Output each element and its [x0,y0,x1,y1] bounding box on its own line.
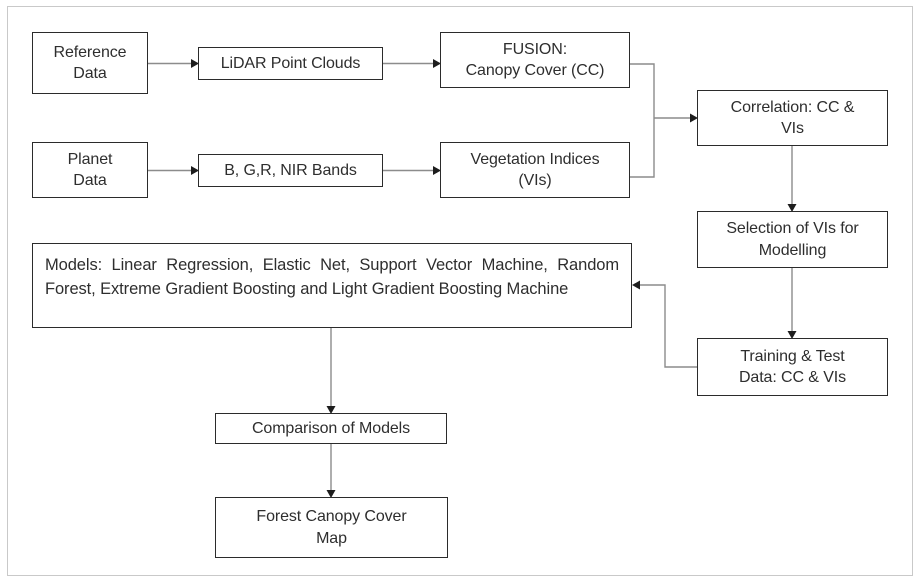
node-lidar-point-clouds[interactable]: LiDAR Point Clouds [198,47,383,80]
node-forest-canopy-cover-map[interactable]: Forest Canopy Cover Map [215,497,448,558]
correlation-line1: Correlation: CC & [730,98,855,116]
edge-merge-to-correlation [654,113,698,123]
edge-training-test-to-models [632,280,697,368]
edge-vegetation-indices-to-correlation [630,118,655,178]
node-comparison-of-models[interactable]: Comparison of Models [215,413,447,444]
vegetation-indices-line1: Vegetation Indices [470,150,600,168]
planet-data-line1: Planet [67,150,113,168]
node-reference-data[interactable]: Reference Data [32,32,148,94]
reference-data-line1: Reference [53,43,127,61]
forest-canopy-cover-map-line1: Forest Canopy Cover [256,508,407,526]
bgr-nir-bands-label: B, G,R, NIR Bands [224,161,357,179]
correlation-line2: VIs [781,120,804,137]
node-fusion-canopy-cover[interactable]: FUSION: Canopy Cover (CC) [440,32,630,88]
edge-selection-to-training-test [787,268,797,339]
selection-of-vis-line2: Modelling [758,241,827,259]
vegetation-indices-line2: (VIs) [518,172,552,189]
node-training-test-data[interactable]: Training & Test Data: CC & VIs [697,338,888,396]
edge-fusion-to-correlation [630,63,655,118]
edge-models-to-comparison [326,328,336,414]
selection-of-vis-line1: Selection of VIs for [726,220,859,238]
fusion-canopy-cover-line2: Canopy Cover (CC) [465,62,605,79]
edge-lidar-to-fusion [383,59,441,68]
node-vegetation-indices[interactable]: Vegetation Indices (VIs) [440,142,630,198]
forest-canopy-cover-map-line2: Map [316,529,347,547]
edge-bands-to-vegetation-indices [383,166,441,175]
planet-data-line2: Data [73,172,107,189]
edge-planet-data-to-bands [148,166,199,175]
fusion-canopy-cover-line1: FUSION: [502,40,568,58]
lidar-point-clouds-label: LiDAR Point Clouds [220,54,361,72]
node-correlation[interactable]: Correlation: CC & VIs [697,90,888,146]
node-selection-of-vis[interactable]: Selection of VIs for Modelling [697,211,888,268]
reference-data-line2: Data [73,65,107,82]
edge-correlation-to-selection [787,146,797,212]
models-label: Models: Linear Regression, Elastic Net, … [45,256,619,298]
node-models[interactable]: Models: Linear Regression, Elastic Net, … [32,243,632,328]
comparison-of-models-label: Comparison of Models [251,419,411,437]
training-test-data-line2: Data: CC & VIs [738,369,847,386]
edge-comparison-to-map [326,444,336,498]
edge-reference-data-to-lidar [148,59,199,68]
node-bgr-nir-bands[interactable]: B, G,R, NIR Bands [198,154,383,187]
node-planet-data[interactable]: Planet Data [32,142,148,198]
training-test-data-line1: Training & Test [740,347,845,365]
